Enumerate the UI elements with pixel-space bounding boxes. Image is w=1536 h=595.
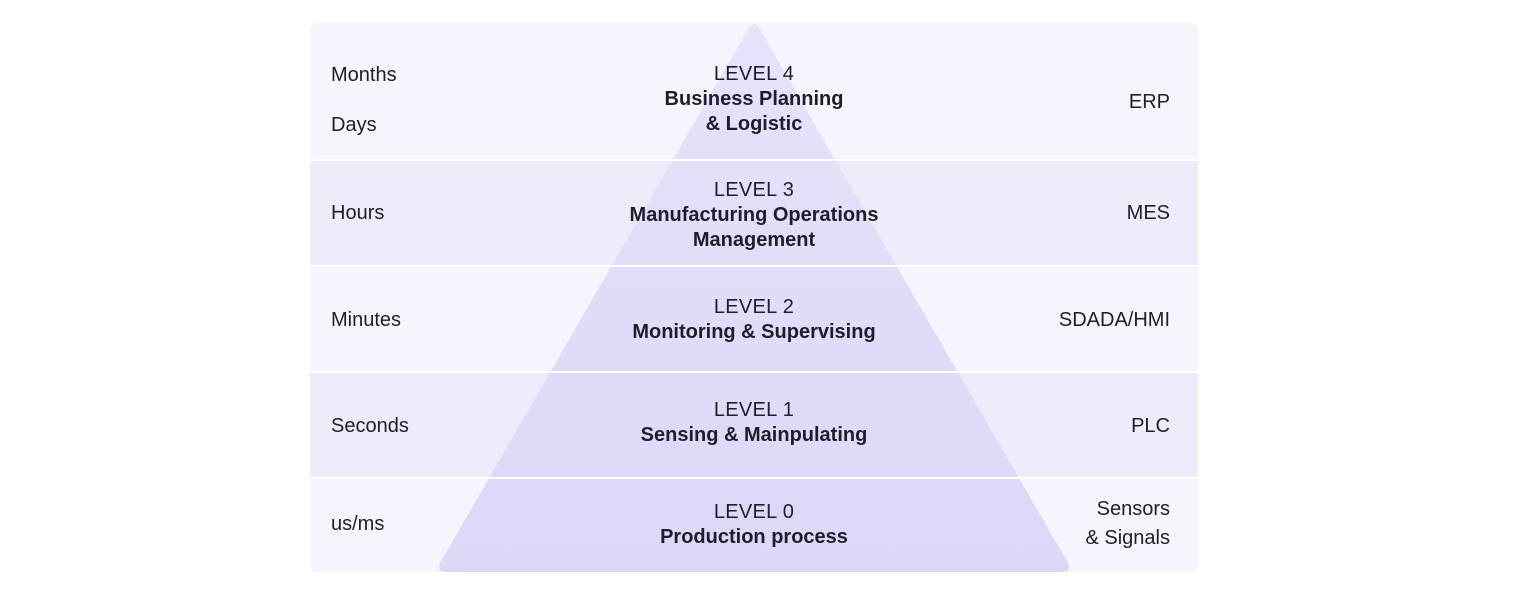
time-scale-us-ms: us/ms bbox=[331, 513, 385, 535]
level-2-title: LEVEL 2 bbox=[713, 296, 795, 318]
level-4-title: LEVEL 4 bbox=[713, 63, 795, 85]
system-mes: MES bbox=[1126, 202, 1170, 224]
automation-pyramid-diagram: Months Days LEVEL 4 Business Planning & … bbox=[310, 23, 1198, 572]
level-2-block: LEVEL 2 Monitoring & Supervising bbox=[554, 295, 954, 345]
level-4-block: LEVEL 4 Business Planning & Logistic bbox=[554, 62, 954, 137]
system-sdada-hmi: SDADA/HMI bbox=[1058, 309, 1170, 331]
level-0-title: LEVEL 0 bbox=[713, 501, 795, 523]
time-scale-minutes: Minutes bbox=[331, 309, 402, 331]
system-sensors-line1: Sensors bbox=[1096, 498, 1170, 520]
level-0-block: LEVEL 0 Production process bbox=[554, 500, 954, 550]
level-1-name-line1: Sensing & Mainpulating bbox=[640, 424, 868, 446]
level-2-name-line1: Monitoring & Supervising bbox=[632, 321, 876, 343]
pyramid-triangle bbox=[439, 24, 1069, 572]
system-erp: ERP bbox=[1128, 91, 1170, 113]
level-4-name-line2: & Logistic bbox=[705, 113, 803, 135]
level-1-block: LEVEL 1 Sensing & Mainpulating bbox=[554, 398, 954, 448]
level-3-name-line2: Management bbox=[692, 229, 816, 251]
time-scale-months: Months bbox=[331, 64, 397, 86]
level-3-block: LEVEL 3 Manufacturing Operations Managem… bbox=[554, 178, 954, 253]
level-0-name-line1: Production process bbox=[660, 526, 848, 548]
level-3-name-line1: Manufacturing Operations bbox=[629, 204, 879, 226]
pyramid-shape bbox=[310, 24, 1198, 572]
time-scale-hours: Hours bbox=[331, 202, 385, 224]
system-sensors-line2: & Signals bbox=[1085, 527, 1171, 549]
time-scale-days: Days bbox=[331, 114, 377, 136]
level-4-name-line1: Business Planning bbox=[664, 88, 844, 110]
time-scale-seconds: Seconds bbox=[331, 415, 409, 437]
level-1-title: LEVEL 1 bbox=[713, 399, 795, 421]
system-plc: PLC bbox=[1131, 415, 1170, 437]
level-3-title: LEVEL 3 bbox=[713, 179, 795, 201]
